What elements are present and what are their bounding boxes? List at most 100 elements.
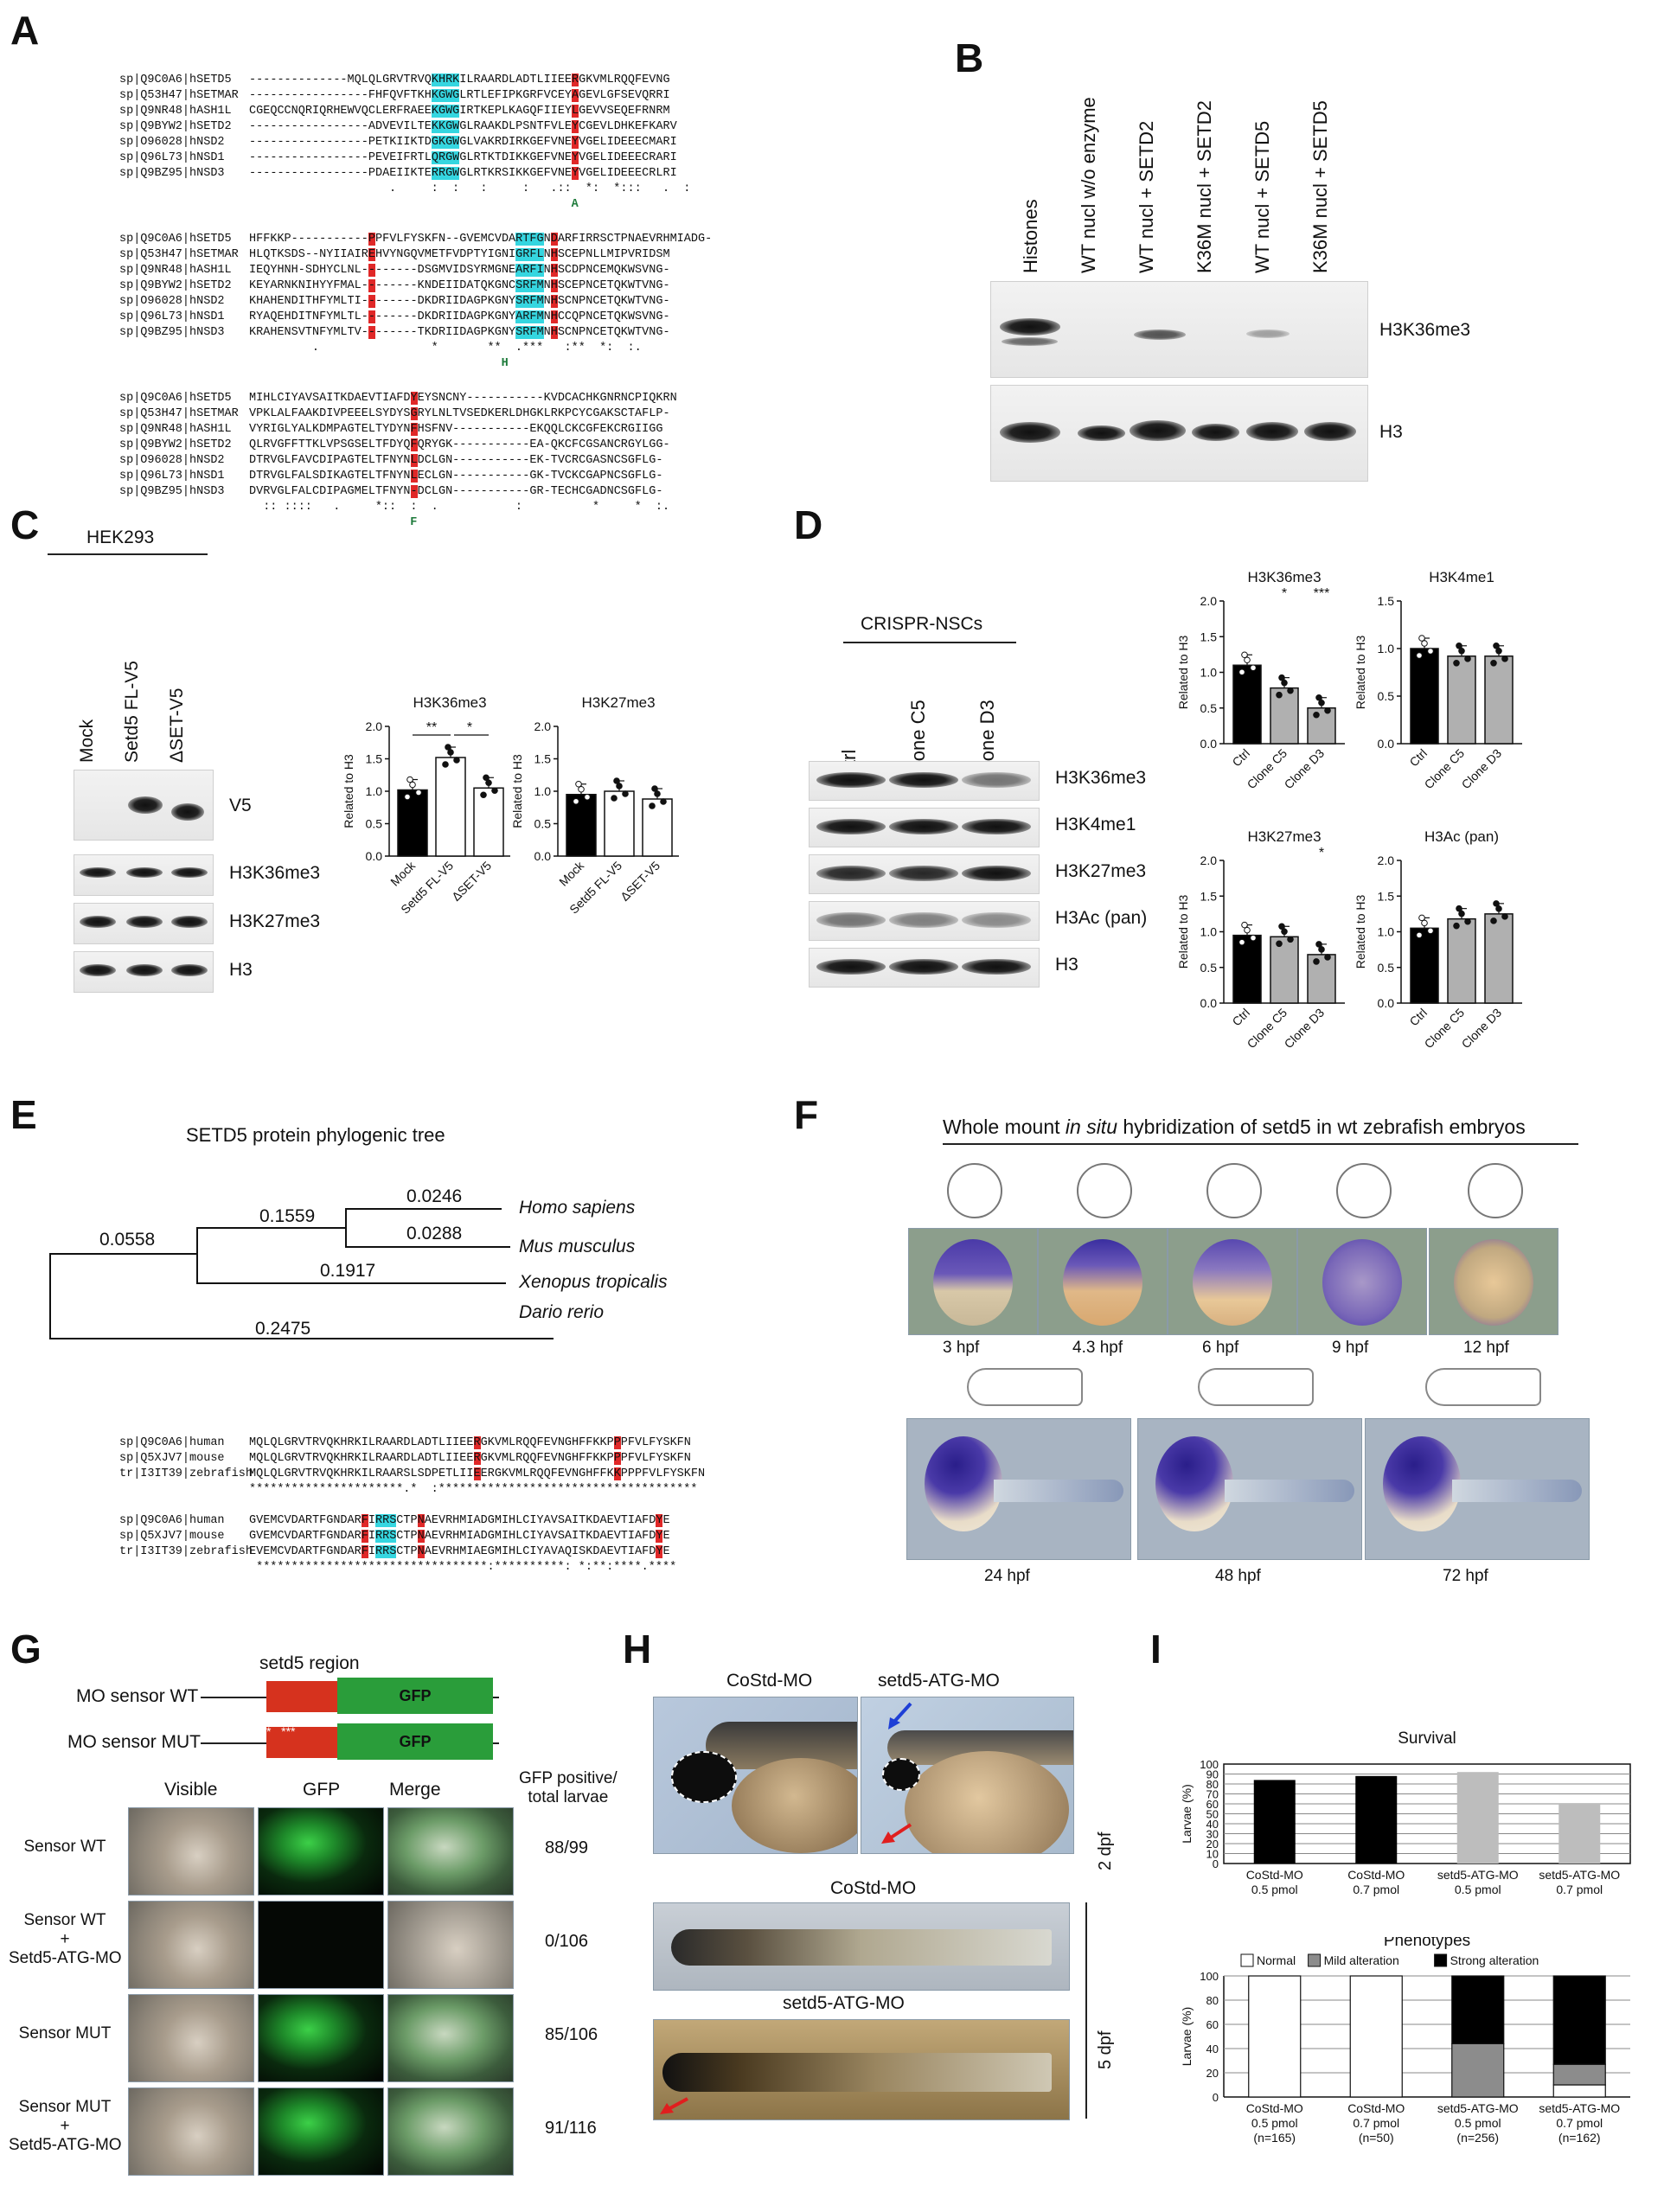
y-tick-label: 2.0 — [1378, 853, 1395, 867]
label-2dpf: 2 dpf — [1096, 1832, 1115, 1870]
ish-photo — [1038, 1228, 1168, 1335]
y-tick-label: 1.0 — [1200, 666, 1218, 680]
y-tick-label: 0.5 — [1200, 701, 1218, 715]
x-tick-label: Clone D3 — [1459, 1006, 1505, 1052]
gfp-count: 88/99 — [545, 1838, 589, 1857]
blue-arrow-icon — [888, 1702, 912, 1729]
species-xenopus: Xenopus tropicalis — [519, 1272, 668, 1292]
y-tick-label: 70 — [1206, 1788, 1219, 1801]
x-tick-label: ΔSET-V5 — [618, 859, 662, 904]
lane-label: Setd5 FL-V5 — [122, 661, 142, 763]
consensus-line: :: :::: . *:: : . : * * :. — [249, 501, 670, 514]
y-axis-label: Larvae (%) — [1180, 1784, 1194, 1843]
data-point — [1238, 938, 1245, 946]
branch-0-1559: 0.1559 — [259, 1206, 316, 1226]
sequence-id: sp|Q53H47|hSETMAR — [119, 89, 239, 102]
x-tick-label: (n=162) — [1558, 2131, 1601, 2145]
data-point — [616, 783, 623, 790]
row-label: Sensor WT — [23, 1838, 106, 1856]
ish-photo — [1297, 1228, 1427, 1335]
sequence-id: sp|O96028|hNSD2 — [119, 295, 225, 308]
sequence: MQLQLGRVTRVQKHRKILRAARDLADTLIIEERGKVMLRQ… — [249, 1452, 691, 1465]
larva-sketch — [1425, 1368, 1541, 1406]
blot-c-h3k36me3 — [74, 854, 214, 896]
data-point — [445, 744, 451, 751]
visible-photo — [128, 1901, 254, 1989]
sequence-id: sp|Q9NR48|hASH1L — [119, 423, 232, 436]
gfp-photo — [258, 1901, 384, 1989]
y-tick-label: 60 — [1206, 1798, 1219, 1811]
merge-photo — [387, 1901, 514, 1989]
label-c-v5: V5 — [229, 796, 252, 815]
data-point — [1458, 648, 1465, 655]
ish-photo — [908, 1228, 1038, 1335]
data-point — [483, 774, 490, 782]
chart-title: H3K27me3 — [1247, 828, 1321, 845]
alignment-e-row: tr|I3IT39|zebrafishMQLQLGRVTRVQKHRKILRAA… — [119, 1467, 705, 1482]
h-label-costd-5dpf: CoStd-MO — [830, 1878, 917, 1898]
ish-photo — [1429, 1228, 1558, 1335]
data-point — [1241, 921, 1248, 929]
sequence-id: sp|Q9C0A6|human — [119, 1514, 225, 1527]
x-tick-label: setd5-ATG-MO — [1437, 2101, 1519, 2115]
data-point — [1250, 934, 1257, 942]
sequence: EVEMCVDARTFGNDARFIRRSCTPNAEVRHMIAEGMIHLC… — [249, 1545, 670, 1558]
branch-0-1917: 0.1917 — [320, 1261, 376, 1281]
y-tick-label: 0.0 — [366, 849, 383, 863]
embryo-sketch — [1206, 1163, 1262, 1218]
legend-label: Mild alteration — [1324, 1953, 1399, 1967]
data-point — [1281, 928, 1288, 936]
sequence: DTRVGLFAVCDIPAGTELTFNYNLDCLGN-----------… — [249, 454, 663, 467]
panel-g: setd5 region MO sensor WT MO sensor MUT … — [0, 1643, 623, 2212]
significance-mark: * — [467, 720, 472, 735]
sequence: -----------------PETKIIKTDGKGWGLVAKRDIRK… — [249, 136, 677, 149]
data-point — [649, 802, 656, 809]
bar — [1447, 917, 1476, 1004]
bar — [1558, 1804, 1601, 1864]
label-d-band: H3 — [1055, 955, 1078, 975]
data-point — [1324, 954, 1331, 961]
sequence: MIHLCIYAVSAITKDAEVTIAFDYEYSNCNY---------… — [249, 392, 677, 405]
chart-title: H3K27me3 — [581, 694, 655, 711]
panel-label-e: E — [10, 1092, 37, 1137]
y-axis-label: Related to H3 — [510, 754, 524, 828]
sequence-id: sp|Q9C0A6|human — [119, 1436, 225, 1449]
data-point — [622, 790, 629, 797]
larva-sketch — [967, 1368, 1083, 1406]
data-point — [1501, 655, 1508, 662]
ish-photo — [1168, 1228, 1297, 1335]
sequence: DVRVGLFALCDIPAGMELTFNYN-DCLGN-----------… — [249, 485, 663, 498]
y-tick-label: 1.5 — [1378, 889, 1395, 903]
blot-c-h3k27me3 — [74, 903, 214, 944]
gfp-count: 91/116 — [545, 2119, 597, 2138]
data-point — [1495, 905, 1502, 912]
h-label-atg-5dpf: setd5-ATG-MO — [783, 1993, 905, 2013]
species-mus-musculus: Mus musculus — [519, 1237, 636, 1256]
stacked-bar-segment — [1552, 2084, 1606, 2098]
label-b-h3k36me3: H3K36me3 — [1379, 320, 1471, 340]
blot-c-v5 — [74, 770, 214, 841]
x-tick-label: CoStd-MO — [1347, 1868, 1405, 1882]
stage-label: 3 hpf — [943, 1339, 980, 1357]
photo-atg-5dpf — [653, 2019, 1070, 2120]
data-point — [1313, 711, 1320, 719]
data-point — [1244, 926, 1251, 934]
bar — [1447, 655, 1476, 745]
bar — [1253, 1780, 1296, 1864]
x-tick-label: 0.5 pmol — [1455, 1883, 1501, 1896]
gfp-count: 0/106 — [545, 1932, 589, 1951]
x-tick-label: 0.7 pmol — [1556, 1883, 1603, 1896]
y-tick-label: 0.5 — [1200, 961, 1218, 975]
sequence-id: sp|Q9NR48|hASH1L — [119, 105, 232, 118]
blot-h3 — [990, 385, 1368, 482]
sequence-id: sp|O96028|hNSD2 — [119, 136, 225, 149]
bar — [1456, 1772, 1499, 1864]
